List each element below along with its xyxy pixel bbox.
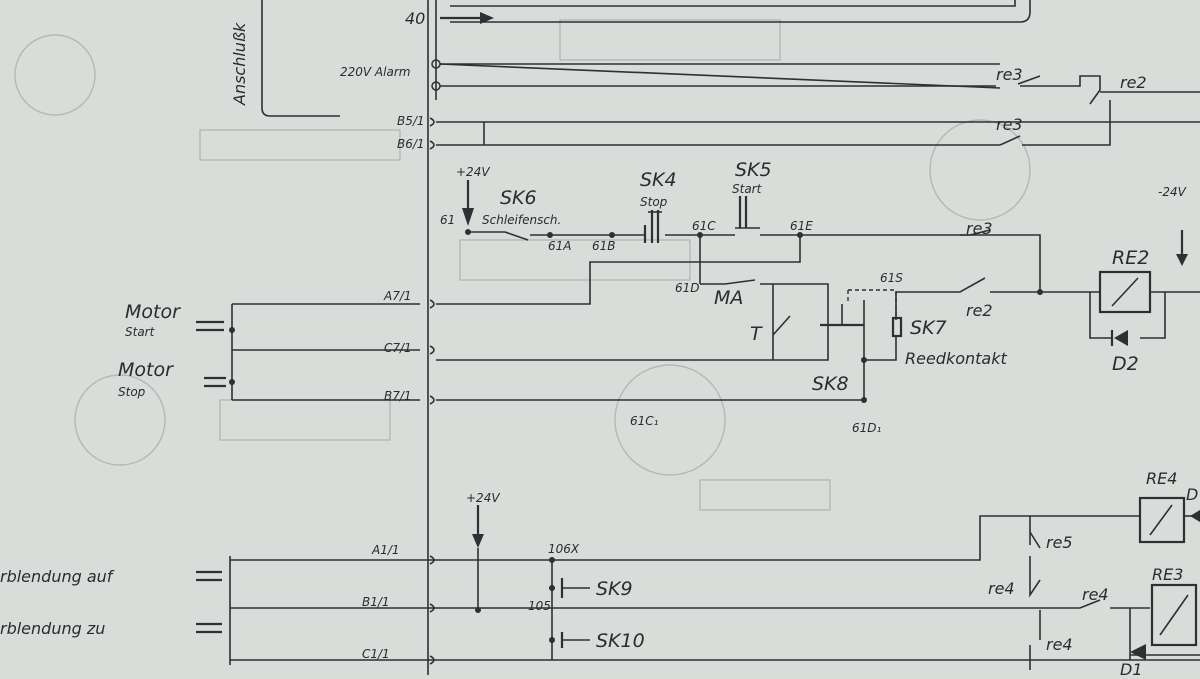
contact-re3-c: re3 [966, 219, 993, 238]
terminal-a71: A7/1 [383, 289, 412, 303]
node-105: 105 [528, 599, 551, 613]
contact-re4-a: re4 [988, 579, 1015, 598]
label-sk8: SK8 [812, 373, 849, 395]
label-motor-stop: Motor [118, 359, 174, 381]
label-sk6: SK6 [500, 187, 537, 209]
node-61: 61 [440, 213, 455, 227]
terminal-b61: B6/1 [397, 137, 425, 151]
diode-d1: D1 [1120, 660, 1143, 675]
label-alarm: 220V Alarm [340, 65, 410, 79]
contact-re2-b: re2 [966, 301, 993, 320]
label-blendung-auf: rblendung auf [0, 567, 115, 586]
label-motor-start: Motor [125, 301, 181, 323]
label-blendung-zu: rblendung zu [0, 619, 105, 638]
terminal-40: 40 [405, 9, 425, 28]
diode-d2: D2 [1112, 353, 1139, 375]
label-sk7: SK7 [910, 317, 947, 339]
terminal-a11: A1/1 [371, 543, 400, 557]
node-61c: 61C [692, 219, 716, 233]
contact-re5: re5 [1046, 533, 1073, 552]
contact-re2-a: re2 [1120, 73, 1147, 92]
label-re4-d: D [1186, 485, 1198, 504]
terminal-c71: C7/1 [384, 341, 412, 355]
label-stop: Stop [118, 385, 146, 399]
node-61c1: 61C₁ [630, 414, 659, 428]
terminal-b51: B5/1 [397, 114, 425, 128]
node-61d1: 61D₁ [852, 421, 882, 435]
label-plus24-bottom: +24V [466, 491, 500, 505]
contact-re4-b: re4 [1082, 585, 1109, 604]
label-start: Start [125, 325, 156, 339]
node-61a: 61A [548, 239, 571, 253]
node-61s: 61S [880, 271, 903, 285]
label-sk9: SK9 [596, 578, 633, 600]
label-start-sk5: Start [732, 182, 763, 196]
label-plus24-top: +24V [456, 165, 490, 179]
relay-re2: RE2 [1112, 247, 1149, 269]
label-reedkontakt: Reedkontakt [905, 349, 1008, 368]
background-ghost-print [14, 19, 1031, 511]
label-sk10: SK10 [596, 630, 645, 652]
label-stop-sk4: Stop [640, 195, 668, 209]
node-61d: 61D [675, 281, 700, 295]
label-schleifensch: Schleifensch. [482, 213, 561, 227]
label-sk5: SK5 [735, 159, 772, 181]
relay-re3: RE3 [1152, 565, 1183, 584]
node-106x: 106X [548, 542, 580, 556]
relay-re4: RE4 [1146, 469, 1177, 488]
node-61b: 61B [592, 239, 616, 253]
label-ma: MA [714, 287, 743, 309]
node-61e: 61E [790, 219, 813, 233]
label-t: T [750, 323, 763, 345]
contact-re3-a: re3 [996, 65, 1023, 84]
terminal-c11: C1/1 [362, 647, 390, 661]
terminal-b11: B1/1 [362, 595, 390, 609]
label-anschluss: Anschlußk [230, 22, 249, 106]
label-sk4: SK4 [640, 169, 677, 191]
contact-re3-b: re3 [996, 115, 1023, 134]
label-minus24: -24V [1158, 185, 1187, 199]
terminal-b71: B7/1 [384, 389, 412, 403]
contact-re4-c: re4 [1046, 635, 1073, 654]
